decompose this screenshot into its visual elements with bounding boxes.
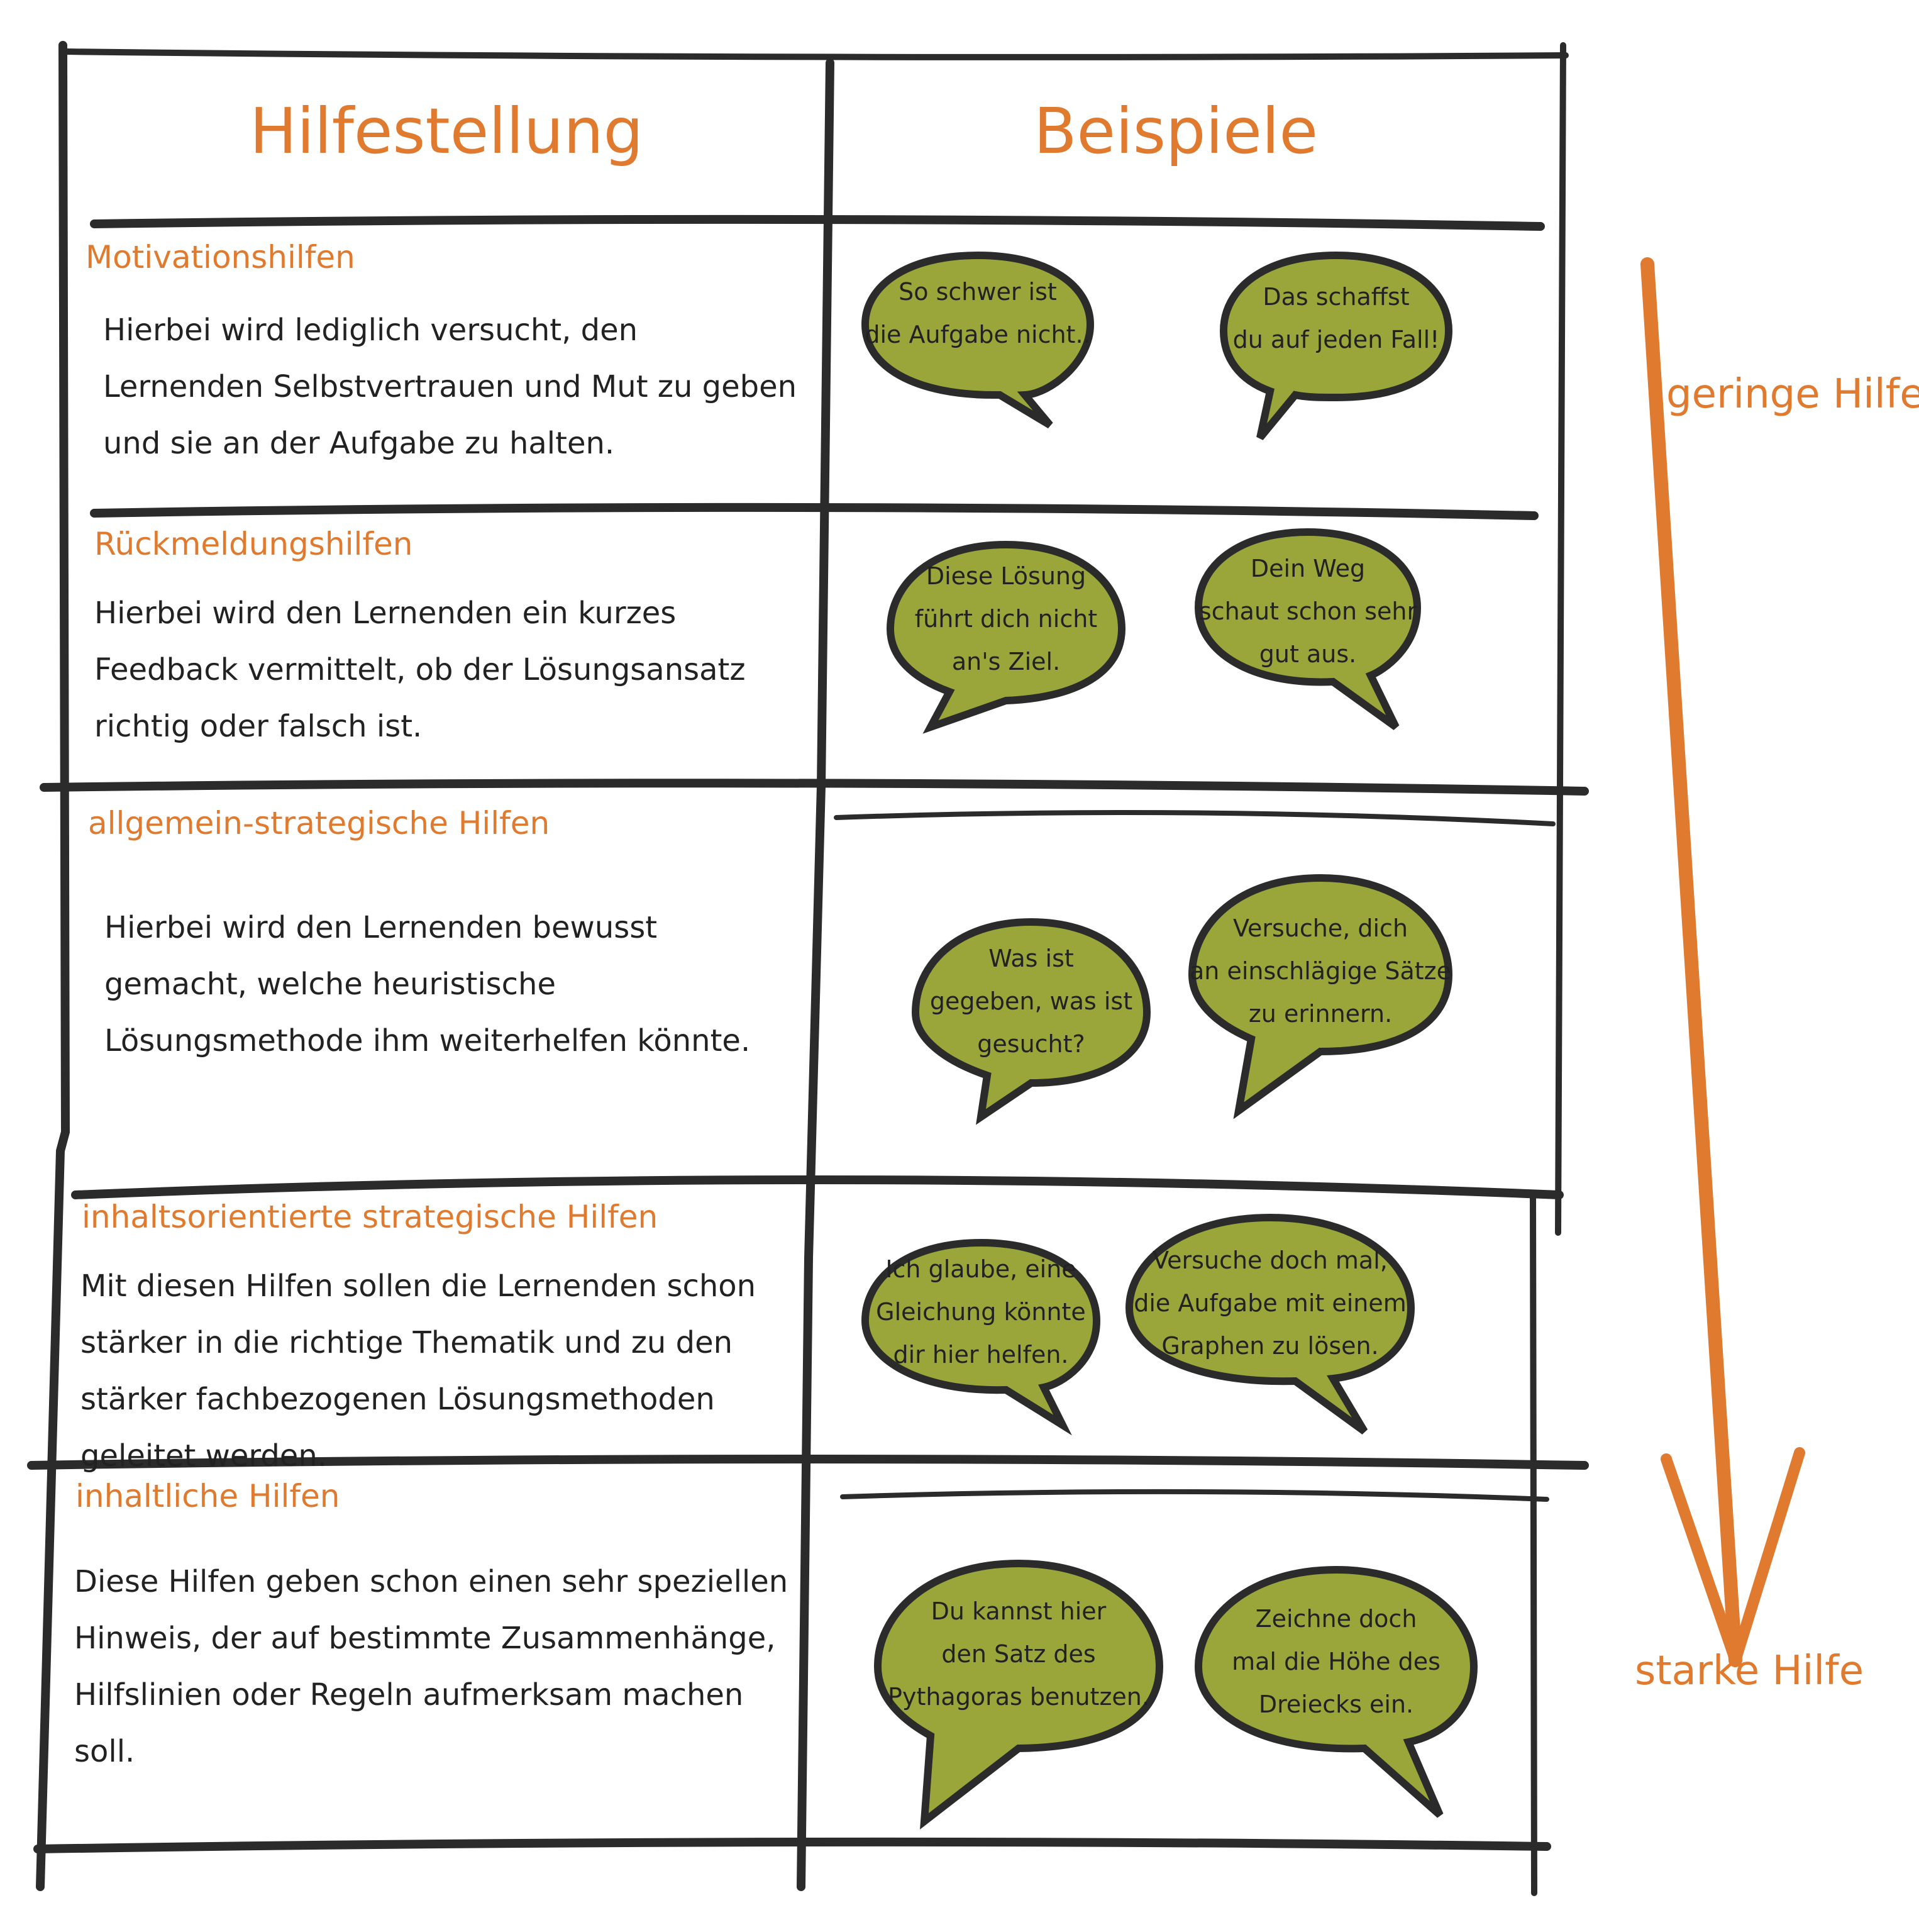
scale-label-top: geringe Hilfe xyxy=(1666,371,1919,418)
bubble-text: Was ist gegeben, was ist gesucht? xyxy=(929,945,1133,1058)
row-title: inhaltliche Hilfen xyxy=(75,1478,340,1514)
speech-bubble: Zeichne doch mal die Höhe des Dreiecks e… xyxy=(1194,1565,1478,1818)
row-description: Hierbei wird den Lernenden ein kurzes Fe… xyxy=(94,596,746,744)
bubble-text: So schwer ist die Aufgabe nicht.. xyxy=(865,278,1091,348)
bubble-text: Zeichne doch mal die Höhe des Dreiecks e… xyxy=(1232,1605,1441,1718)
header-right: Beispiele xyxy=(1033,94,1319,168)
header-left: Hilfestellung xyxy=(249,94,644,168)
row-separator-4 xyxy=(27,1455,1589,1470)
column-divider xyxy=(797,58,834,1891)
row-separator-2b xyxy=(834,810,1556,826)
row-separator-2 xyxy=(40,779,1589,796)
help-scale-arrow xyxy=(1640,257,1805,1667)
speech-bubble: So schwer ist die Aufgabe nicht.. xyxy=(861,251,1095,429)
right-border xyxy=(1555,42,1566,1236)
bubble-text: Versuche, dich an einschlägige Sätze zu … xyxy=(1190,914,1451,1028)
header-underline xyxy=(90,214,1545,231)
row-description: Diese Hilfen geben schon einen sehr spez… xyxy=(74,1564,788,1769)
speech-bubble: Ich glaube, eine Gleichung könnte dir hi… xyxy=(861,1238,1101,1436)
speech-bubble: Was ist gegeben, was ist gesucht? xyxy=(911,918,1151,1125)
row-description: Mit diesen Hilfen sollen die Lernenden s… xyxy=(80,1269,756,1474)
row-title: Motivationshilfen xyxy=(86,239,355,275)
speech-bubble: Du kannst hier den Satz des Pythagoras b… xyxy=(873,1559,1164,1829)
row-description: Hierbei wird den Lernenden bewusst gemac… xyxy=(104,910,751,1058)
bubble-text: Das schaffst du auf jeden Fall! xyxy=(1232,283,1440,353)
row-title: inhaltsorientierte strategische Hilfen xyxy=(82,1199,658,1235)
right-border-lower xyxy=(1530,1192,1537,1896)
row-description: Hierbei wird lediglich versucht, den Ler… xyxy=(103,313,797,461)
speech-bubble: Das schaffst du auf jeden Fall! xyxy=(1219,251,1453,440)
top-line xyxy=(60,48,1569,60)
speech-bubble: Versuche doch mal, die Aufgabe mit einem… xyxy=(1125,1213,1415,1435)
speech-bubble: Dein Weg schaut schon sehr gut aus. xyxy=(1194,528,1422,730)
bubble-text: Diese Lösung führt dich nicht an's Ziel. xyxy=(914,562,1098,675)
speech-bubble: Versuche, dich an einschlägige Sätze zu … xyxy=(1188,874,1453,1119)
left-border xyxy=(36,41,70,1891)
bottom-line xyxy=(33,1837,1551,1853)
bubble-text: Dein Weg schaut schon sehr gut aus. xyxy=(1198,555,1417,668)
row-separator-1 xyxy=(90,502,1539,520)
bubble-text: Du kannst hier den Satz des Pythagoras b… xyxy=(888,1597,1149,1711)
row-title: allgemein-strategische Hilfen xyxy=(88,805,550,841)
scale-label-bottom: starke Hilfe xyxy=(1635,1648,1864,1694)
row-separator-4b xyxy=(840,1489,1549,1502)
speech-bubble: Diese Lösung führt dich nicht an's Ziel. xyxy=(886,540,1126,734)
row-separator-3 xyxy=(71,1175,1564,1199)
bubble-text: Versuche doch mal, die Aufgabe mit einem… xyxy=(1134,1246,1407,1360)
row-title: Rückmeldungshilfen xyxy=(94,526,413,562)
bubble-text: Ich glaube, eine Gleichung könnte dir hi… xyxy=(876,1255,1086,1368)
